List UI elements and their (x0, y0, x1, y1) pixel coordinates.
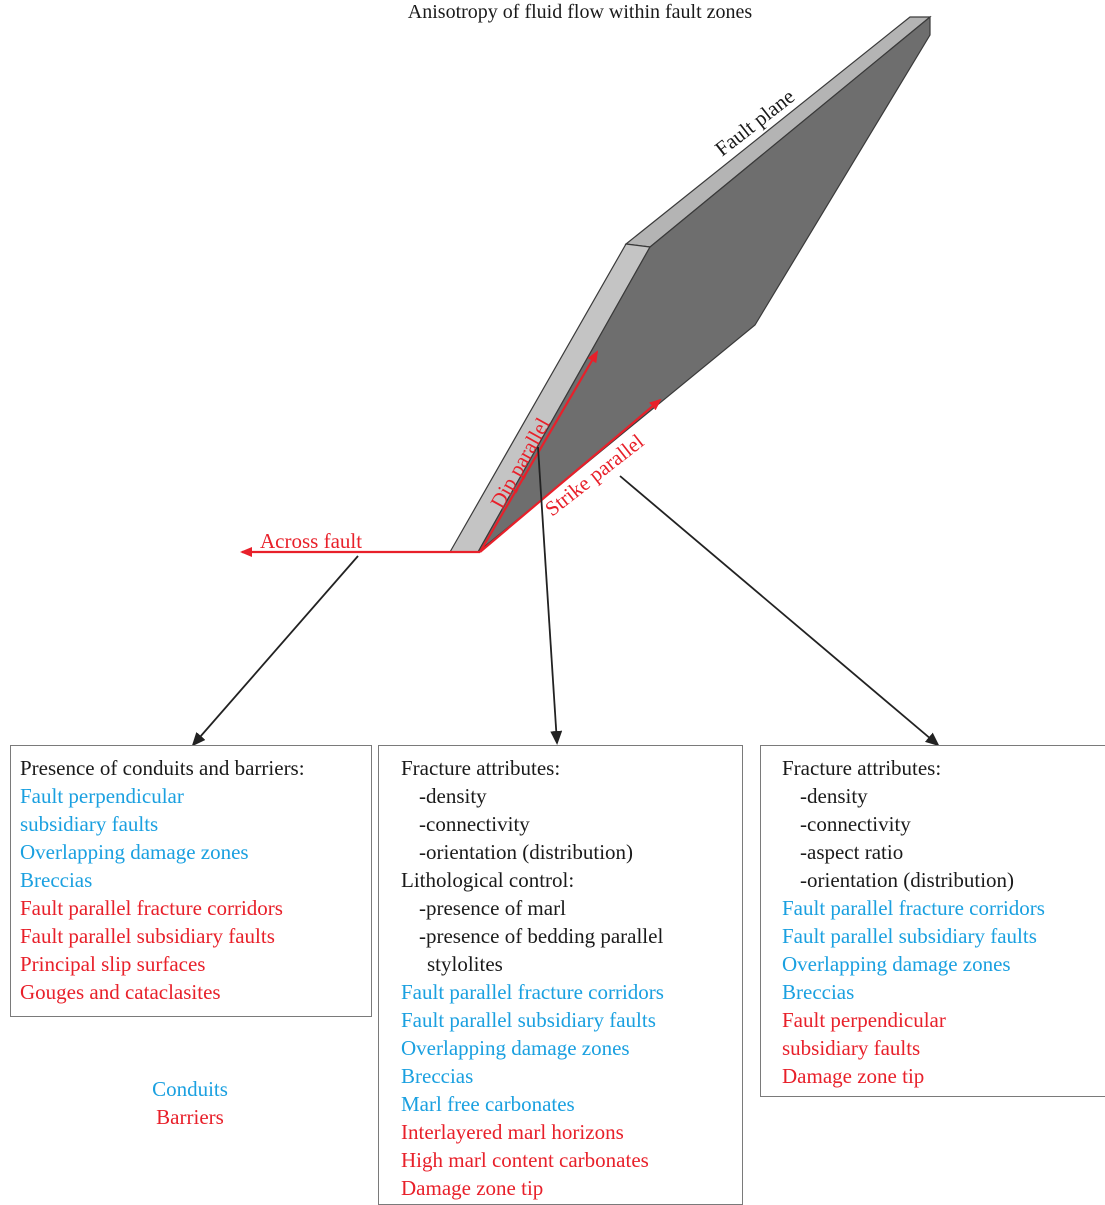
legend-conduits: Conduits (152, 1077, 228, 1101)
across-box-line: subsidiary faults (20, 812, 159, 836)
across-box-line: Fault parallel subsidiary faults (20, 924, 275, 948)
strike-box-line: Fault parallel fracture corridors (782, 896, 1045, 920)
dip-box-line: -connectivity (419, 812, 530, 836)
across-box-line: Fault perpendicular (20, 784, 184, 808)
dip-box-line: High marl content carbonates (401, 1148, 649, 1172)
across-box-line: Breccias (20, 868, 93, 892)
legend: Conduits Barriers (100, 1075, 280, 1131)
dip-box-line: Damage zone tip (401, 1176, 544, 1200)
across-connector-arrow (191, 555, 359, 747)
across-fault-box: Presence of conduits and barriers: Fault … (10, 745, 372, 1017)
fault-plane-face (477, 15, 931, 553)
strike-box-line: Fracture attributes: (782, 756, 942, 780)
dip-box-line: Fracture attributes: (401, 756, 561, 780)
dip-box-line: Fault parallel subsidiary faults (401, 1008, 656, 1032)
dip-box-line: -presence of bedding parallel (419, 924, 664, 948)
across-box-line: Principal slip surfaces (20, 952, 206, 976)
across-box-line: Presence of conduits and barriers: (20, 756, 305, 780)
strike-box-line: Breccias (782, 980, 855, 1004)
strike-box-line: -density (800, 784, 868, 808)
dip-box-line: stylolites (427, 952, 503, 976)
across-box-line: Fault parallel fracture corridors (20, 896, 283, 920)
strike-parallel-box: Fracture attributes: -density -connectivit… (760, 745, 1105, 1097)
diagram-title: Anisotropy of fluid flow within fault zo… (407, 1, 753, 23)
dip-box-line: Marl free carbonates (401, 1092, 575, 1116)
dip-box-line: Lithological control: (401, 868, 575, 892)
strike-box-line: -aspect ratio (800, 840, 904, 864)
strike-box-line: Damage zone tip (782, 1064, 925, 1088)
strike-box-line: -connectivity (800, 812, 911, 836)
dip-box-line: -presence of marl (419, 896, 566, 920)
dip-box-line: Fault parallel fracture corridors (401, 980, 664, 1004)
dip-box-line: -density (419, 784, 487, 808)
strike-box-line: Overlapping damage zones (782, 952, 1011, 976)
dip-box-line: Overlapping damage zones (401, 1036, 630, 1060)
dip-parallel-box: Fracture attributes: -density -connectivit… (378, 745, 743, 1205)
legend-barriers: Barriers (156, 1105, 224, 1129)
strike-box-line: -orientation (distribution) (800, 868, 1015, 892)
across-fault-label: Across fault (260, 529, 362, 553)
dip-box-line: Breccias (401, 1064, 474, 1088)
strike-box-line: Fault parallel subsidiary faults (782, 924, 1037, 948)
strike-box-line: subsidiary faults (782, 1036, 921, 1060)
strike-box-line: Fault perpendicular (782, 1008, 946, 1032)
dip-box-line: -orientation (distribution) (419, 840, 634, 864)
across-box-line: Overlapping damage zones (20, 840, 249, 864)
dip-connector-arrow (537, 446, 563, 745)
across-box-line: Gouges and cataclasites (20, 980, 221, 1004)
dip-box-line: Interlayered marl horizons (401, 1120, 624, 1144)
strike-connector-arrow (619, 475, 940, 747)
strike-parallel-arrow (479, 398, 662, 553)
